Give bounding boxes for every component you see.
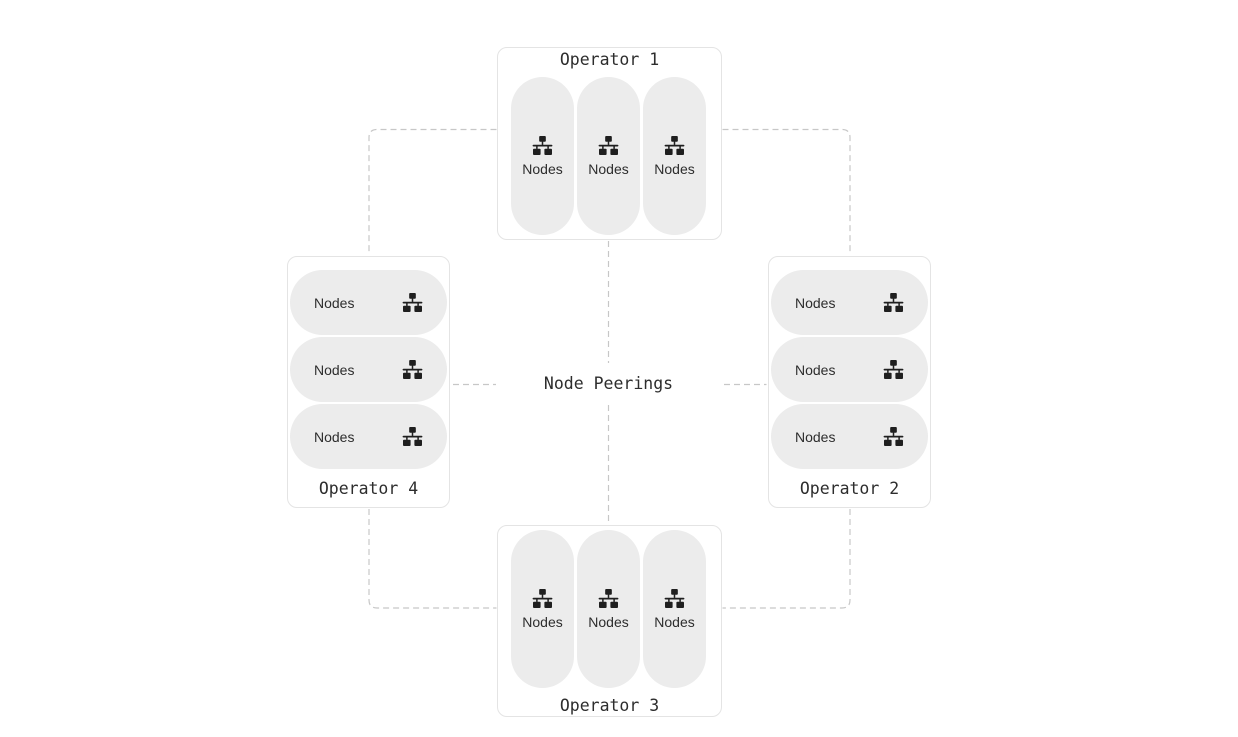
node-pill-label: Nodes — [314, 361, 355, 378]
node-pill-label: Nodes — [522, 613, 563, 630]
node-pill: Nodes — [511, 77, 574, 235]
lan-network-icon — [402, 427, 423, 446]
node-pill: Nodes — [577, 530, 640, 688]
node-pill: Nodes — [577, 77, 640, 235]
operator-4-nodes: Nodes Nodes Nodes — [290, 270, 447, 469]
node-pill: Nodes — [290, 337, 447, 402]
operator-2-nodes: Nodes Nodes Nodes — [771, 270, 928, 469]
node-pill-label: Nodes — [795, 428, 836, 445]
lan-network-icon — [402, 293, 423, 312]
node-pill-label: Nodes — [588, 613, 629, 630]
operator-label: Operator 2 — [799, 479, 900, 498]
operator-label: Operator 4 — [318, 479, 419, 498]
node-pill: Nodes — [771, 404, 928, 469]
operator-label: Operator 3 — [559, 696, 660, 715]
node-pill-label: Nodes — [795, 361, 836, 378]
node-pill: Nodes — [643, 77, 706, 235]
node-pill: Nodes — [290, 270, 447, 335]
node-pill-label: Nodes — [795, 294, 836, 311]
node-pill-label: Nodes — [314, 428, 355, 445]
lan-network-icon — [883, 360, 904, 379]
lan-network-icon — [598, 136, 619, 155]
operator-1-nodes: Nodes Nodes Nodes — [511, 77, 706, 235]
node-pill: Nodes — [771, 337, 928, 402]
node-pill: Nodes — [511, 530, 574, 688]
lan-network-icon — [883, 427, 904, 446]
operator-3-nodes: Nodes Nodes Nodes — [511, 530, 706, 688]
operator-label: Operator 1 — [559, 50, 660, 69]
operator-card-2: Nodes Nodes Nodes Operator 2 — [768, 256, 931, 508]
lan-network-icon — [402, 360, 423, 379]
lan-network-icon — [532, 589, 553, 608]
node-pill: Nodes — [771, 270, 928, 335]
node-pill-label: Nodes — [314, 294, 355, 311]
operator-card-3: Nodes Nodes Nodes Operator 3 — [497, 525, 722, 717]
operator-card-4: Nodes Nodes Nodes Operator 4 — [287, 256, 450, 508]
node-pill: Nodes — [290, 404, 447, 469]
connector-ring-top-left — [368, 128, 497, 255]
lan-network-icon — [664, 589, 685, 608]
lan-network-icon — [598, 589, 619, 608]
node-peerings-label: Node Peerings — [496, 374, 721, 394]
lan-network-icon — [664, 136, 685, 155]
lan-network-icon — [883, 293, 904, 312]
operator-card-1: Operator 1 Nodes Nodes Nodes — [497, 47, 722, 240]
node-pill-label: Nodes — [588, 160, 629, 177]
connector-ring-bottom-left — [368, 509, 497, 609]
node-pill-label: Nodes — [654, 613, 695, 630]
node-pill-label: Nodes — [522, 160, 563, 177]
connector-ring-top-right — [722, 128, 851, 255]
lan-network-icon — [532, 136, 553, 155]
node-pill: Nodes — [643, 530, 706, 688]
node-pill-label: Nodes — [654, 160, 695, 177]
connector-ring-bottom-right — [722, 509, 851, 609]
